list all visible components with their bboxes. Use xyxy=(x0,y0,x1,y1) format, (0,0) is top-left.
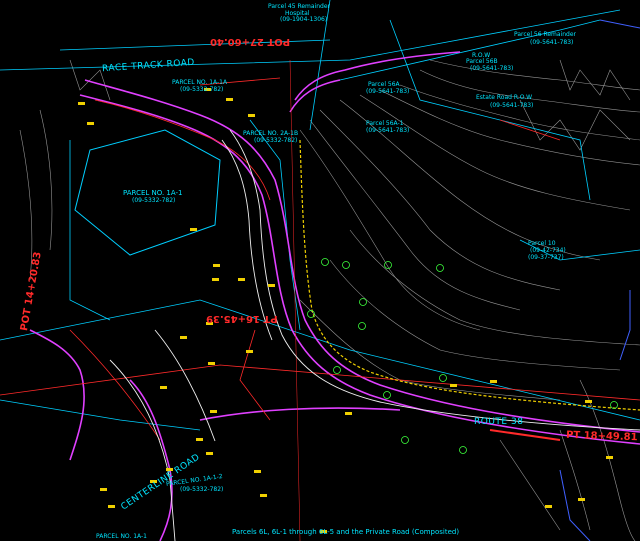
route38-label: ROUTE 38 xyxy=(474,417,524,427)
row-label: R.O.W xyxy=(472,52,491,59)
drawing-caption: Parcels 6L, 6L-1 through 6L-5 and the Pr… xyxy=(232,528,460,536)
tag-markers xyxy=(78,88,613,533)
station-top: POT 27+60.40 xyxy=(210,36,291,47)
roadway-edges xyxy=(109,129,640,541)
contour-lines xyxy=(19,59,640,541)
parcel1a1a-id: (09-5332-782) xyxy=(180,86,224,93)
parcel45-id: (09-1904-1306) xyxy=(280,16,328,23)
parcel56b-title: Parcel 56B xyxy=(466,58,498,65)
parcel2a1b-id: (09-5332-782) xyxy=(254,137,298,144)
parcel10-id1: (09-42-734) xyxy=(530,247,566,254)
parcel56b-id: (09-5641-783) xyxy=(470,65,514,72)
parcel56a1-id: (09-5641-783) xyxy=(366,127,410,134)
offset-lines xyxy=(0,59,640,541)
parcel1a-bottom: PARCEL NO. 1A-1 xyxy=(96,533,147,540)
parcel56-title: Parcel 56 Remainder xyxy=(514,31,577,38)
parcel56a-id: (09-5641-783) xyxy=(366,88,410,95)
centerline-yellow xyxy=(299,139,640,411)
parcel45-sub: Hospital xyxy=(285,10,310,17)
parcel1a1-title: PARCEL NO. 1A-1 xyxy=(123,189,183,197)
parcel1a12-id: (09-5332-782) xyxy=(180,486,224,493)
parcel1a1-id: (09-5332-782) xyxy=(132,197,176,204)
parcel10-id2: (09-37-737) xyxy=(528,254,564,261)
parcel56a1-title: Parcel 56A-1 xyxy=(366,120,404,127)
parcel56a-title: Parcel 56A xyxy=(368,81,400,88)
parcel2a1b-title: PARCEL NO. 2A-1B xyxy=(243,130,299,137)
station-mid: PT 16+45.39 xyxy=(206,313,278,324)
parcel10-title: Parcel 10 xyxy=(528,240,556,247)
parcel1a1a-title: PARCEL NO. 1A-1A xyxy=(172,79,228,86)
utility-symbols xyxy=(307,258,618,454)
parcel45-title: Parcel 45 Remainder xyxy=(268,3,331,10)
parcel56-id: (09-5641-783) xyxy=(530,39,574,46)
estate-row-title: Estate Road R.O.W xyxy=(476,94,533,101)
estate-row-id: (09-5641-783) xyxy=(490,102,534,109)
blue-lines xyxy=(559,19,640,541)
